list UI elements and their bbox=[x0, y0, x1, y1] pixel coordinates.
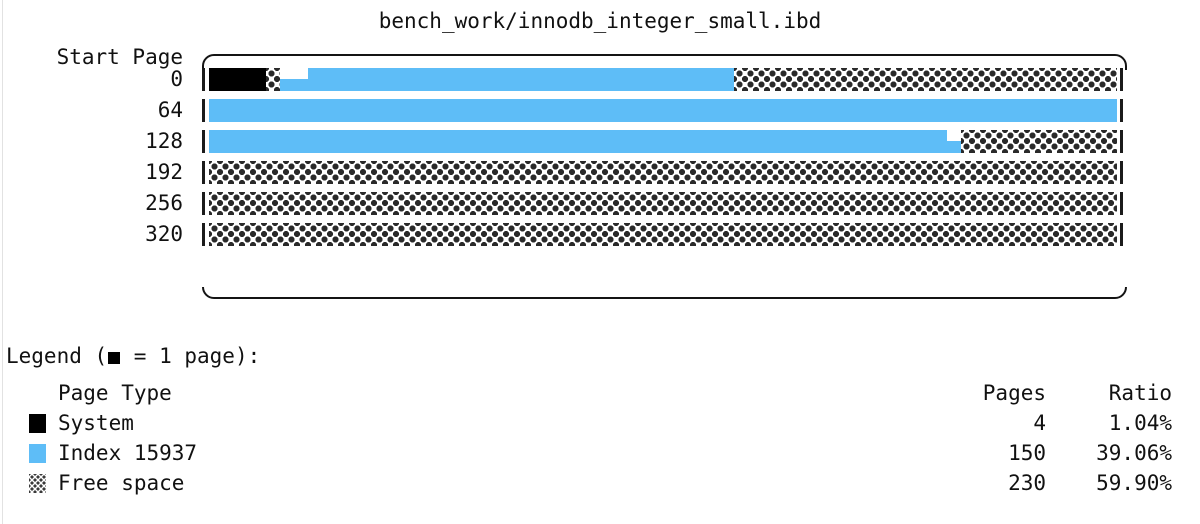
page-title: bench_work/innodb_integer_small.ibd bbox=[378, 9, 822, 33]
row-track bbox=[209, 130, 1117, 153]
segment-index bbox=[946, 141, 961, 153]
legend-table: Page Type Pages Ratio System 4 1.04% Index … bbox=[0, 378, 1200, 498]
axis-caption: Start Page bbox=[56, 45, 183, 69]
row-rail-left bbox=[202, 68, 205, 91]
segment-free bbox=[209, 161, 1117, 184]
row-label: 0 bbox=[170, 67, 183, 91]
segment-free bbox=[209, 192, 1117, 215]
legend-header-type: Page Type bbox=[58, 381, 172, 405]
row-rail-left bbox=[202, 130, 205, 153]
row-rail-left bbox=[202, 192, 205, 215]
segment-index bbox=[279, 79, 309, 91]
segment-index bbox=[308, 68, 734, 91]
row-track bbox=[209, 99, 1117, 122]
row-label: 192 bbox=[145, 160, 183, 184]
legend-row: Free space 230 59.90% bbox=[0, 468, 1200, 498]
legend-type: Index 15937 bbox=[58, 441, 198, 465]
legend-header-ratio: Ratio bbox=[1108, 381, 1172, 405]
row-rail-left bbox=[202, 99, 205, 122]
legend-header-row: Page Type Pages Ratio bbox=[0, 378, 1200, 408]
index-swatch-icon bbox=[29, 444, 46, 463]
legend-body: System 4 1.04% Index 15937 150 39.06% Free spa… bbox=[0, 408, 1200, 498]
segment-index bbox=[209, 99, 1117, 122]
row-track bbox=[209, 223, 1117, 246]
legend-title: Legend ( = 1 page): bbox=[6, 344, 260, 368]
row-track bbox=[209, 68, 1117, 91]
legend-header-swatch-spacer bbox=[0, 378, 46, 408]
row-label: 64 bbox=[157, 98, 183, 122]
segment-system bbox=[209, 68, 266, 91]
free-swatch-icon bbox=[29, 474, 46, 493]
segment-free bbox=[733, 68, 1117, 91]
legend-pages: 230 bbox=[1008, 471, 1046, 495]
legend-swatch-cell bbox=[0, 438, 46, 468]
row-rail-right bbox=[1120, 68, 1123, 91]
legend-title-prefix: Legend ( bbox=[6, 344, 108, 368]
row-rail-right bbox=[1120, 223, 1123, 246]
row-label: 128 bbox=[145, 129, 183, 153]
map-rows: 0 64 128 192 256 320 bbox=[0, 66, 1200, 252]
row-track bbox=[209, 161, 1117, 184]
legend-ratio: 1.04% bbox=[1108, 411, 1172, 435]
legend-ratio: 39.06% bbox=[1096, 441, 1172, 465]
row-rail-left bbox=[202, 223, 205, 246]
segment-index bbox=[209, 130, 947, 153]
legend-title-suffix: = 1 page): bbox=[121, 344, 261, 368]
map-row: 320 bbox=[0, 221, 1200, 252]
legend-type: Free space bbox=[58, 471, 185, 495]
row-label: 320 bbox=[145, 222, 183, 246]
legend-swatch-cell bbox=[0, 468, 46, 498]
window-edge-line bbox=[2, 0, 3, 524]
map-row: 64 bbox=[0, 97, 1200, 128]
row-rail-left bbox=[202, 161, 205, 184]
row-rail-right bbox=[1120, 192, 1123, 215]
legend-pages: 150 bbox=[1008, 441, 1046, 465]
legend-swatch-cell bbox=[0, 408, 46, 438]
row-track bbox=[209, 192, 1117, 215]
map-row: 0 bbox=[0, 66, 1200, 97]
row-rail-right bbox=[1120, 161, 1123, 184]
legend-header-pages: Pages bbox=[982, 381, 1046, 405]
map-row: 192 bbox=[0, 159, 1200, 190]
system-swatch-icon bbox=[29, 414, 46, 433]
map-row: 128 bbox=[0, 128, 1200, 159]
map-row: 256 bbox=[0, 190, 1200, 221]
legend-ratio: 59.90% bbox=[1096, 471, 1172, 495]
segment-free bbox=[265, 68, 280, 91]
legend-row: Index 15937 150 39.06% bbox=[0, 438, 1200, 468]
row-rail-right bbox=[1120, 130, 1123, 153]
page-unit-glyph-icon bbox=[108, 352, 121, 364]
segment-free bbox=[209, 223, 1117, 246]
legend-type: System bbox=[58, 411, 134, 435]
segment-free bbox=[960, 130, 1117, 153]
legend-row: System 4 1.04% bbox=[0, 408, 1200, 438]
space-map: Start Page 0 64 128 192 256 320 bbox=[0, 44, 1200, 304]
row-label: 256 bbox=[145, 191, 183, 215]
row-rail-right bbox=[1120, 99, 1123, 122]
legend-pages: 4 bbox=[1033, 411, 1046, 435]
